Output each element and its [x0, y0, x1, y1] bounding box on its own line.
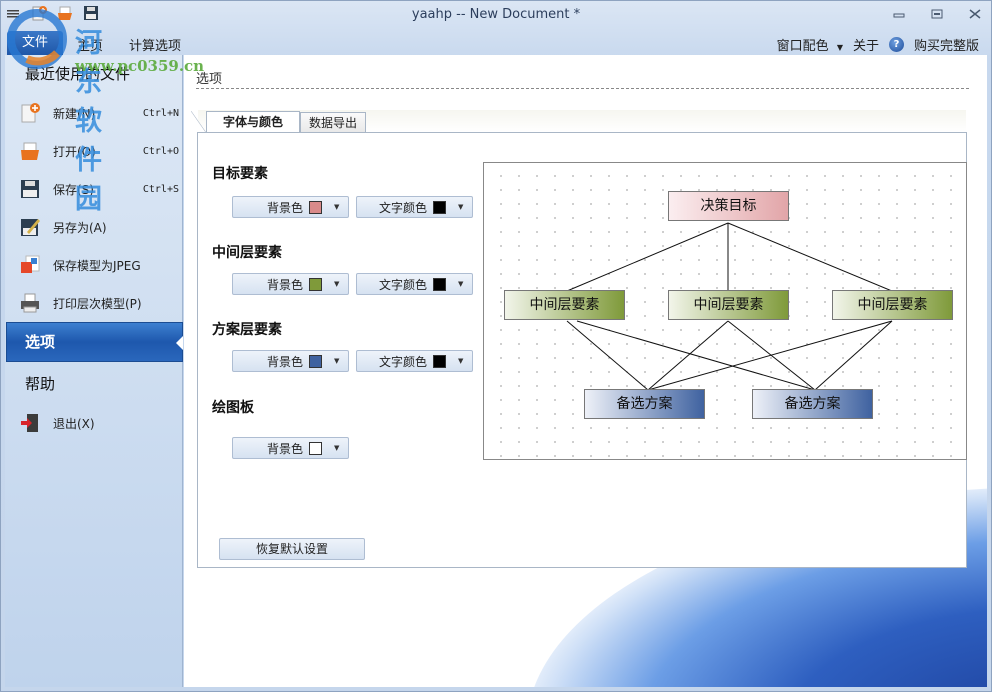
chevron-down-icon: ▼ — [334, 280, 340, 288]
title-bar: yaahp -- New Document * — [1, 1, 991, 29]
about-link[interactable]: 关于 — [852, 39, 879, 54]
color-swatch — [309, 354, 322, 368]
printer-icon — [21, 293, 39, 313]
reset-defaults-button[interactable]: 恢复默认设置 — [219, 538, 365, 560]
sidebar-item-label: 另存为(A) — [53, 220, 107, 235]
window-controls — [891, 7, 983, 21]
chevron-down-icon: ▼ — [334, 357, 340, 365]
buy-full-version-link[interactable]: 购买完整版 — [913, 39, 979, 54]
tab-font-color[interactable]: 字体与颜色 — [191, 111, 300, 134]
sidebar-item-label: 保存(S) — [53, 182, 94, 197]
criteria-node: 中间层要素 — [668, 290, 789, 320]
tab-data-export[interactable]: 数据导出 — [300, 112, 366, 133]
exit-icon — [21, 414, 38, 432]
shortcut-label: Ctrl+O — [142, 145, 179, 157]
restore-button[interactable] — [929, 7, 945, 21]
options-pane: 选项 字体与颜色 数据导出 目标要素 背景色 ▼ 文字颜色 ▼ 中间层要素 背景… — [184, 55, 987, 687]
chevron-down-icon: ▼ — [334, 203, 340, 211]
color-swatch — [433, 200, 446, 214]
file-backstage-sidebar: 最近使用的文件 新建(N) Ctrl+N 打开(O) Ctrl+O 保存(S) … — [5, 55, 183, 687]
criteria-node: 中间层要素 — [504, 290, 625, 320]
sidebar-item-label: 打印层次模型(P) — [53, 296, 142, 311]
ribbon-right-menu: 窗口配色 ▼ 关于 ? 购买完整版 — [777, 35, 979, 54]
criteria-text-color-dropdown[interactable]: 文字颜色 ▼ — [356, 273, 473, 295]
alternatives-bg-color-dropdown[interactable]: 背景色 ▼ — [232, 350, 349, 372]
chevron-down-icon: ▼ — [334, 444, 340, 452]
canvas-bg-color-dropdown[interactable]: 背景色 ▼ — [232, 437, 349, 459]
tab-calc-options[interactable]: 计算选项 — [129, 39, 182, 54]
criteria-bg-color-dropdown[interactable]: 背景色 ▼ — [232, 273, 349, 295]
page-title: 选项 — [196, 72, 223, 87]
sidebar-item-print[interactable]: 打印层次模型(P) — [19, 289, 179, 317]
open-folder-icon — [21, 142, 39, 160]
tab-file[interactable]: 文件 — [7, 31, 63, 55]
text-color-label: 文字颜色 — [378, 200, 427, 215]
save-as-icon — [21, 219, 40, 236]
sidebar-item-save[interactable]: 保存(S) Ctrl+S — [19, 175, 179, 203]
sidebar-item-open[interactable]: 打开(O) Ctrl+O — [19, 137, 179, 165]
close-button[interactable] — [967, 7, 983, 21]
connector-lines — [566, 222, 893, 391]
hierarchy-preview-canvas: 决策目标 中间层要素 中间层要素 中间层要素 备选方案 备选方案 — [483, 162, 967, 460]
shortcut-label: Ctrl+S — [142, 183, 179, 195]
color-swatch — [433, 277, 446, 291]
sidebar-item-label: 新建(N) — [53, 106, 96, 121]
chevron-down-icon: ▼ — [836, 43, 843, 52]
sidebar-item-save-jpeg[interactable]: 保存模型为JPEG — [19, 251, 179, 279]
sidebar-item-help[interactable]: 帮助 — [25, 375, 56, 393]
help-icon[interactable]: ? — [888, 37, 904, 52]
bg-color-label: 背景色 — [266, 354, 303, 369]
chevron-down-icon: ▼ — [458, 357, 464, 365]
goal-bg-color-dropdown[interactable]: 背景色 ▼ — [232, 196, 349, 218]
section-alternatives-heading: 方案层要素 — [212, 322, 282, 338]
tab-strip — [198, 110, 966, 132]
chevron-down-icon: ▼ — [458, 280, 464, 288]
color-swatch — [309, 441, 322, 455]
window-title: yaahp -- New Document * — [411, 7, 581, 22]
sidebar-item-label: 打开(O) — [53, 144, 96, 159]
alternative-node: 备选方案 — [752, 389, 873, 419]
divider — [196, 88, 969, 89]
bg-color-label: 背景色 — [266, 441, 303, 456]
sidebar-item-exit[interactable]: 退出(X) — [19, 409, 179, 437]
color-scheme-label: 窗口配色 — [776, 39, 829, 54]
tab-home[interactable]: 主页 — [77, 39, 104, 54]
goal-node: 决策目标 — [668, 191, 789, 221]
bg-color-label: 背景色 — [266, 200, 303, 215]
text-color-label: 文字颜色 — [378, 277, 427, 292]
recent-files-label: 最近使用的文件 — [25, 65, 131, 83]
shortcut-label: Ctrl+N — [142, 107, 179, 119]
sidebar-item-label: 退出(X) — [53, 416, 95, 431]
new-file-icon — [21, 103, 40, 123]
text-color-label: 文字颜色 — [378, 354, 427, 369]
ribbon-menubar: 文件 主页 计算选项 窗口配色 ▼ 关于 ? 购买完整版 — [1, 29, 991, 55]
chevron-down-icon: ▼ — [458, 203, 464, 211]
color-swatch — [309, 277, 322, 291]
color-swatch — [433, 354, 446, 368]
sidebar-item-save-as[interactable]: 另存为(A) — [19, 213, 179, 241]
alternative-node: 备选方案 — [584, 389, 705, 419]
sidebar-item-label: 保存模型为JPEG — [53, 258, 141, 273]
section-goal-heading: 目标要素 — [212, 166, 268, 182]
criteria-node: 中间层要素 — [832, 290, 953, 320]
sidebar-item-new[interactable]: 新建(N) Ctrl+N — [19, 99, 179, 127]
alternatives-text-color-dropdown[interactable]: 文字颜色 ▼ — [356, 350, 473, 372]
color-swatch — [309, 200, 322, 214]
section-canvas-heading: 绘图板 — [212, 400, 254, 416]
section-criteria-heading: 中间层要素 — [212, 245, 282, 261]
goal-text-color-dropdown[interactable]: 文字颜色 ▼ — [356, 196, 473, 218]
export-jpeg-icon — [21, 255, 40, 273]
bg-color-label: 背景色 — [266, 277, 303, 292]
save-icon[interactable] — [83, 5, 99, 21]
sidebar-item-options[interactable]: 选项 — [6, 322, 183, 362]
save-icon — [21, 180, 39, 198]
minimize-button[interactable] — [891, 7, 907, 21]
color-scheme-menu[interactable]: 窗口配色 ▼ — [777, 35, 843, 54]
font-color-panel: 目标要素 背景色 ▼ 文字颜色 ▼ 中间层要素 背景色 ▼ 文字颜色 ▼ — [197, 132, 967, 568]
